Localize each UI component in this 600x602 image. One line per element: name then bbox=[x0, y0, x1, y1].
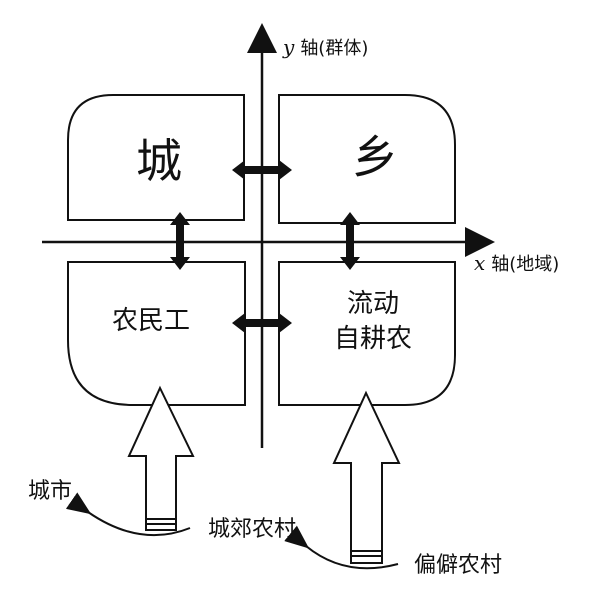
quadrant-label-city: 城 bbox=[136, 134, 182, 188]
double-arrow-rural-farmers bbox=[340, 212, 360, 270]
y-axis-variable: y bbox=[283, 35, 295, 59]
hollow-arrow-suburban-flow bbox=[127, 385, 195, 531]
quadrant-box-mobile-farmers bbox=[278, 261, 456, 406]
curved-arrow-to-city bbox=[65, 492, 191, 537]
mobile-farmers-line-1: 流动 bbox=[346, 289, 399, 319]
source-label-remote-village: 偏僻农村 bbox=[414, 553, 503, 578]
x-axis-variable: x bbox=[474, 251, 486, 275]
quadrant-label-migrant-workers: 农民工 bbox=[112, 306, 191, 336]
quadrant-label-mobile-farmers: 流动 自耕农 bbox=[318, 290, 428, 353]
quadrant-box-city bbox=[67, 94, 245, 221]
double-arrow-workers-farmers bbox=[232, 313, 292, 333]
double-arrow-city-rural bbox=[232, 160, 292, 180]
source-label-city: 城市 bbox=[28, 479, 73, 504]
hollow-arrow-remote-flow bbox=[332, 390, 401, 564]
source-label-suburban-village: 城郊农村 bbox=[208, 517, 297, 542]
quadrant-label-rural: 乡 bbox=[352, 130, 398, 184]
suburban-arrow-tail-stripes bbox=[146, 518, 176, 525]
curved-arrow-to-suburban bbox=[284, 525, 399, 570]
x-axis-text: 轴(地域) bbox=[491, 254, 560, 275]
remote-arrow-tail-stripes bbox=[351, 550, 382, 557]
double-arrow-city-workers bbox=[170, 212, 190, 270]
quadrant-box-rural bbox=[278, 94, 456, 224]
mobile-farmers-line-2: 自耕农 bbox=[333, 323, 412, 354]
y-axis-text: 轴(群体) bbox=[300, 38, 369, 59]
